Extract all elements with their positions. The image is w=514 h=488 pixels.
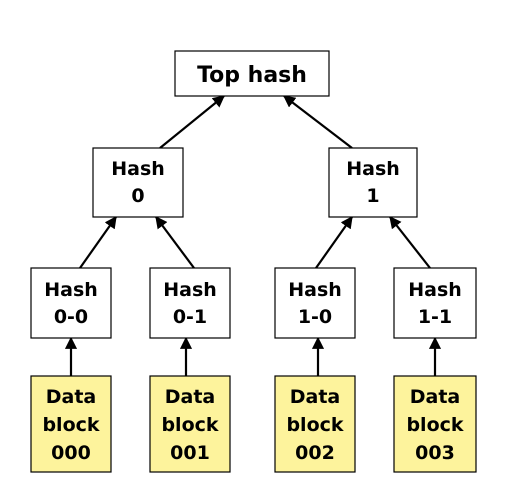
node-data-block-001: Data block 001 xyxy=(149,375,231,473)
node-label-line: 1-1 xyxy=(418,306,452,328)
node-label-line: 1-0 xyxy=(298,306,332,328)
node-label-line: 001 xyxy=(170,442,210,464)
node-label-line: block xyxy=(42,414,99,436)
edges xyxy=(64,95,442,376)
node-label-line: 1 xyxy=(366,185,379,207)
node-label-line: Hash xyxy=(288,279,342,301)
node-label-line: Top hash xyxy=(197,63,307,88)
node-data-block-002: Data block 002 xyxy=(274,375,356,473)
node-box xyxy=(274,267,356,339)
edge-hash-1-0-to-hash-1 xyxy=(315,216,353,269)
node-label-line: Data xyxy=(46,386,97,408)
node-box xyxy=(92,147,184,218)
edge-hash-1-1-to-hash-1 xyxy=(389,216,431,269)
node-hash-0: Hash 0 xyxy=(92,147,184,218)
node-box xyxy=(393,267,477,339)
node-hash-1-1: Hash 1-1 xyxy=(393,267,477,339)
edge-hash-0-to-top-hash xyxy=(159,95,225,149)
node-box xyxy=(149,375,231,473)
node-box xyxy=(30,267,112,339)
node-hash-1: Hash 1 xyxy=(328,147,418,218)
edge-hash-1-to-top-hash xyxy=(283,95,353,149)
node-hash-0-1: Hash 0-1 xyxy=(149,267,231,339)
node-label-line: block xyxy=(406,414,463,436)
node-data-block-000: Data block 000 xyxy=(30,375,112,473)
node-label-line: Hash xyxy=(346,158,400,180)
node-label-line: 003 xyxy=(415,442,455,464)
node-label-line: Hash xyxy=(163,279,217,301)
node-label-line: Data xyxy=(290,386,341,408)
node-box xyxy=(174,50,330,97)
node-label-line: block xyxy=(161,414,218,436)
node-label-line: 000 xyxy=(51,442,91,464)
node-box xyxy=(274,375,356,473)
node-label-line: Hash xyxy=(111,158,165,180)
edge-hash-0-1-to-hash-0 xyxy=(155,216,195,269)
node-label-line: Data xyxy=(410,386,461,408)
node-box xyxy=(149,267,231,339)
node-box xyxy=(328,147,418,218)
node-top-hash: Top hash xyxy=(174,50,330,97)
node-label-line: 0 xyxy=(131,185,144,207)
node-label-line: Hash xyxy=(44,279,98,301)
edge-hash-0-0-to-hash-0 xyxy=(79,216,117,269)
node-hash-0-0: Hash 0-0 xyxy=(30,267,112,339)
node-data-block-003: Data block 003 xyxy=(393,375,477,473)
node-label-line: 0-1 xyxy=(173,306,207,328)
node-label-line: Data xyxy=(165,386,216,408)
node-hash-1-0: Hash 1-0 xyxy=(274,267,356,339)
node-label-line: 002 xyxy=(295,442,335,464)
node-box xyxy=(30,375,112,473)
node-box xyxy=(393,375,477,473)
node-label-line: 0-0 xyxy=(54,306,88,328)
node-label-line: block xyxy=(286,414,343,436)
node-label-line: Hash xyxy=(408,279,462,301)
